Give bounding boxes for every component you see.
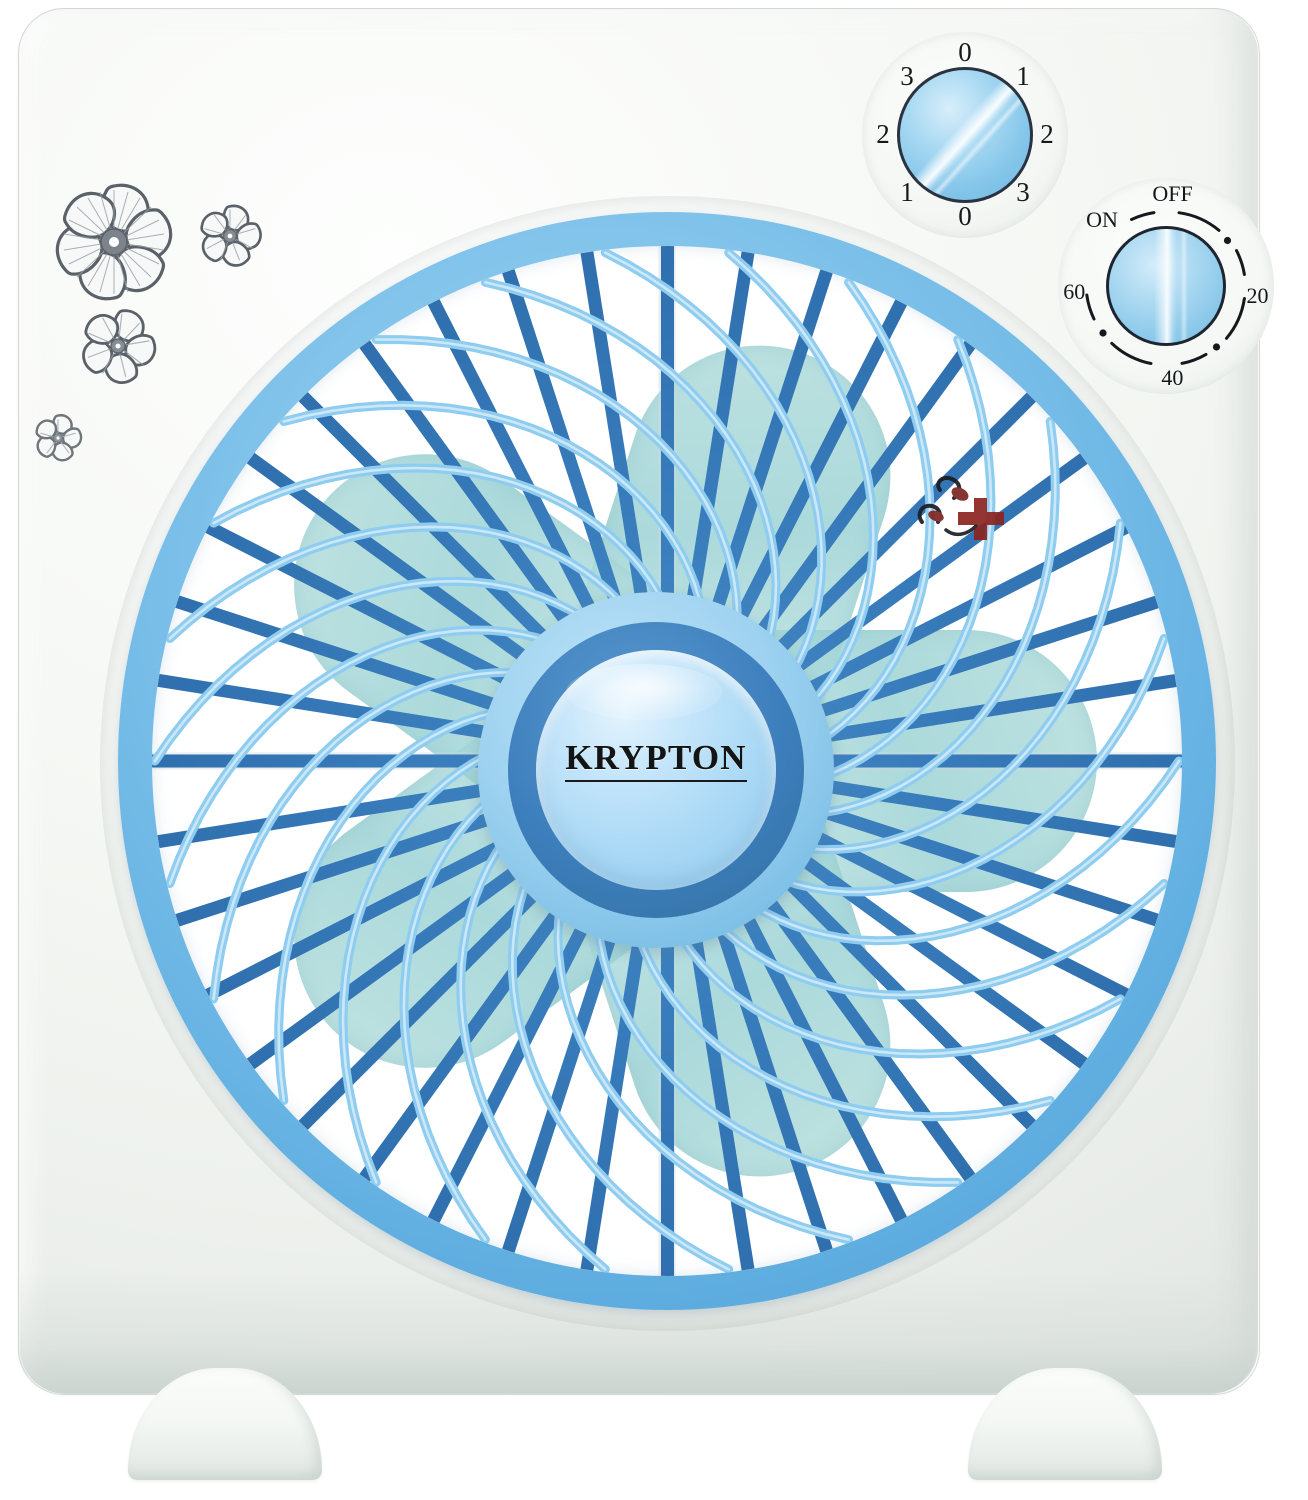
timer-dial-scale-arcs <box>1085 211 1246 365</box>
timer-dial-label: ON <box>1086 206 1118 232</box>
timer-dial[interactable]: OFF ON 60 40 20 <box>1058 178 1274 394</box>
speed-dial-knob[interactable] <box>897 67 1033 203</box>
speed-dial-label: 1 <box>900 176 914 207</box>
timer-knob-pointer-ridge <box>1155 229 1177 343</box>
speed-dial-label: 2 <box>1040 119 1054 149</box>
speed-dial-label: 3 <box>1016 176 1030 207</box>
flower-decal-group <box>22 170 272 470</box>
flower-medium-icon <box>82 309 157 384</box>
flower-tiny-icon <box>35 414 83 462</box>
timer-dial-label: 60 <box>1063 279 1086 305</box>
speed-dial-label: 0 <box>958 201 972 231</box>
timer-dial-knob[interactable] <box>1106 226 1226 346</box>
speed-dial-label: 3 <box>900 61 914 92</box>
speed-dial-label: 1 <box>1016 61 1030 92</box>
brand-name-text: KRYPTON <box>565 739 747 782</box>
brand-plate: KRYPTON <box>536 739 776 782</box>
flower-small-1-icon <box>200 204 262 267</box>
timer-dial-label: OFF <box>1152 181 1193 207</box>
flower-decal-svg <box>35 183 262 462</box>
timer-dial-label: 40 <box>1161 364 1184 390</box>
timer-dial-label: 20 <box>1246 282 1269 308</box>
flower-large-icon <box>55 183 173 301</box>
timer-knob-secondary-ridge <box>1180 229 1188 343</box>
speed-dial-label: 0 <box>958 37 972 67</box>
speed-dial-label: 2 <box>876 119 890 149</box>
